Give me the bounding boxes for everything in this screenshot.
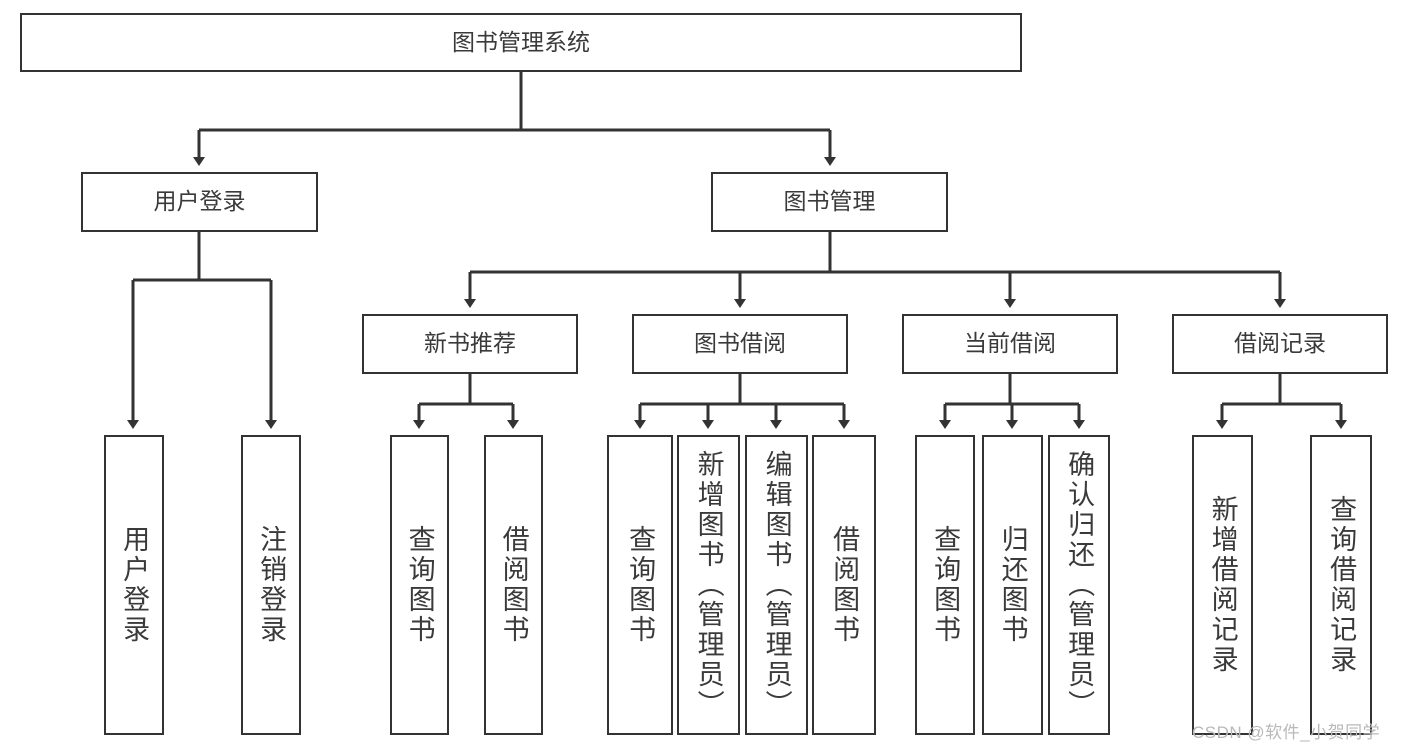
node-leaf-return-book-label: 归还图书 — [997, 525, 1028, 645]
node-leaf-query-book-1[interactable]: 查询图书 — [390, 435, 449, 735]
node-leaf-query-book-3-label: 查询图书 — [930, 525, 961, 645]
node-current-borrow[interactable]: 当前借阅 — [902, 314, 1118, 374]
node-book-borrow-label: 图书借阅 — [694, 330, 786, 357]
node-leaf-add-record-label: 新增借阅记录 — [1207, 495, 1238, 675]
node-leaf-confirm-return-label: 确认归还（管理员） — [1064, 450, 1095, 720]
node-leaf-edit-book[interactable]: 编辑图书（管理员） — [745, 435, 808, 735]
node-book-manage-label: 图书管理 — [783, 188, 876, 215]
node-current-borrow-label: 当前借阅 — [964, 330, 1056, 357]
node-leaf-borrow-book-1[interactable]: 借阅图书 — [484, 435, 543, 735]
node-leaf-user-login-label: 用户登录 — [119, 525, 150, 645]
node-book-manage[interactable]: 图书管理 — [711, 172, 948, 232]
node-leaf-logout-login-label: 注销登录 — [256, 525, 287, 645]
node-leaf-user-login[interactable]: 用户登录 — [104, 435, 164, 735]
node-leaf-borrow-book-2-label: 借阅图书 — [829, 525, 860, 645]
node-borrow-record-label: 借阅记录 — [1234, 330, 1326, 357]
node-leaf-confirm-return[interactable]: 确认归还（管理员） — [1048, 435, 1110, 735]
node-book-borrow[interactable]: 图书借阅 — [632, 314, 848, 374]
node-leaf-query-book-2-label: 查询图书 — [625, 525, 656, 645]
node-leaf-query-record[interactable]: 查询借阅记录 — [1310, 435, 1372, 735]
node-leaf-add-record[interactable]: 新增借阅记录 — [1192, 435, 1253, 735]
node-new-book-recommend[interactable]: 新书推荐 — [362, 314, 578, 374]
node-leaf-query-book-1-label: 查询图书 — [404, 525, 435, 645]
node-user-login[interactable]: 用户登录 — [81, 172, 318, 232]
node-leaf-query-book-2[interactable]: 查询图书 — [607, 435, 673, 735]
node-user-login-label: 用户登录 — [153, 188, 246, 215]
node-leaf-query-record-label: 查询借阅记录 — [1326, 495, 1357, 675]
node-leaf-query-book-3[interactable]: 查询图书 — [915, 435, 975, 735]
node-leaf-borrow-book-1-label: 借阅图书 — [498, 525, 529, 645]
node-leaf-add-book-label: 新增图书（管理员） — [693, 450, 724, 720]
node-borrow-record[interactable]: 借阅记录 — [1172, 314, 1388, 374]
node-leaf-return-book[interactable]: 归还图书 — [982, 435, 1043, 735]
node-leaf-logout-login[interactable]: 注销登录 — [241, 435, 301, 735]
node-leaf-add-book[interactable]: 新增图书（管理员） — [677, 435, 740, 735]
node-leaf-borrow-book-2[interactable]: 借阅图书 — [812, 435, 876, 735]
node-root[interactable]: 图书管理系统 — [20, 13, 1022, 72]
node-leaf-edit-book-label: 编辑图书（管理员） — [761, 450, 792, 720]
node-root-label: 图书管理系统 — [452, 28, 590, 55]
node-new-book-recommend-label: 新书推荐 — [424, 330, 516, 357]
csdn-watermark: CSDN @软件_小贺同学 — [1192, 723, 1381, 742]
